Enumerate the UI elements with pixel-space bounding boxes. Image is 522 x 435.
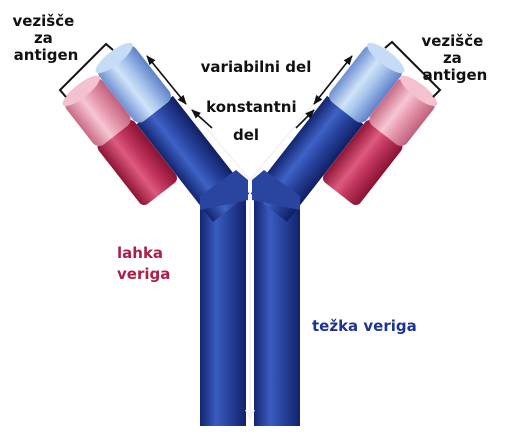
- light-chain-label: lahka veriga: [117, 244, 170, 283]
- binding-site-right-line-3: antigen: [423, 66, 488, 84]
- binding-site-left-line-3: antigen: [14, 46, 79, 64]
- constant-region-label: konstantni del: [206, 98, 302, 144]
- binding-site-left-line-1: vezišče: [12, 12, 74, 30]
- binding-site-right-label: vezišče za antigen: [421, 32, 488, 84]
- center-axis-arrowhead: [245, 410, 255, 420]
- heavy-chain-right-stem: [254, 190, 300, 426]
- binding-site-right-line-1: vezišče: [421, 32, 483, 50]
- light-chain-line-1: lahka: [117, 244, 163, 262]
- binding-site-left-label: vezišče za antigen: [12, 12, 79, 64]
- heavy-chain-right: [251, 38, 409, 426]
- heavy-chain-left: [92, 38, 250, 426]
- binding-site-right-line-2: za: [443, 49, 462, 67]
- light-chain-line-2: veriga: [117, 265, 170, 283]
- constant-region-line-2: del: [233, 126, 259, 144]
- constant-region-line-1: konstantni: [206, 98, 296, 116]
- variable-region-label: variabilni del: [201, 58, 312, 76]
- binding-site-left-line-2: za: [34, 29, 53, 47]
- heavy-chain-label: težka veriga: [312, 317, 417, 335]
- heavy-chain-left-stem: [200, 190, 246, 426]
